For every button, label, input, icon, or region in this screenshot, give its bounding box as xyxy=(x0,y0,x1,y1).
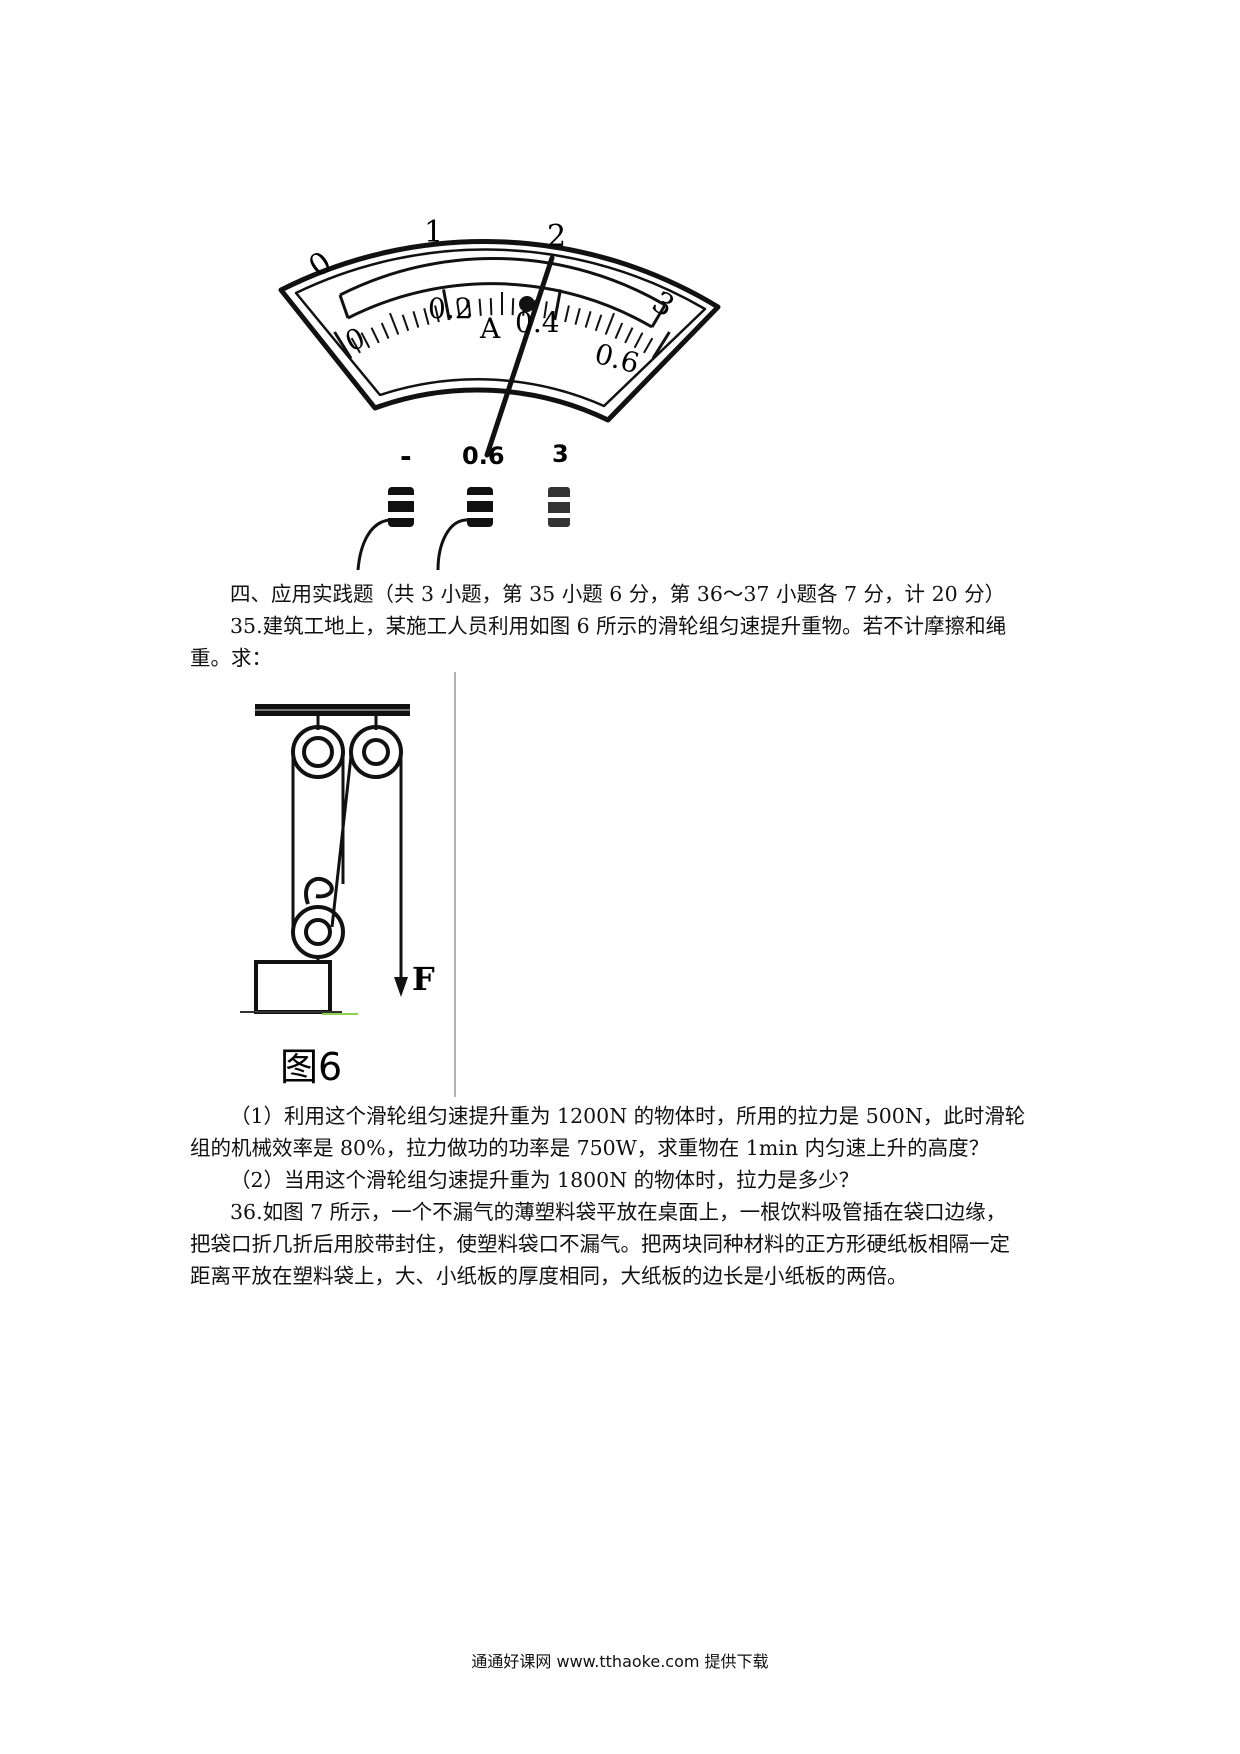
scale-tick xyxy=(489,298,493,316)
scale-tick xyxy=(401,314,410,332)
ammeter-case-outer xyxy=(278,239,721,423)
terminal-label-negative: - xyxy=(400,440,412,473)
q35-line-1: 35.建筑工地上，某施工人员利用如图 6 所示的滑轮组匀速提升重物。若不计摩擦和… xyxy=(230,614,1007,638)
scale-tick xyxy=(594,314,603,332)
scale-band-outer xyxy=(339,256,666,307)
upper-scale-label-3: 3 xyxy=(646,285,680,325)
ammeter-unit-label: A xyxy=(479,312,501,345)
scale-tick xyxy=(604,312,615,335)
scale-tick xyxy=(442,289,451,321)
scale-tick xyxy=(564,305,570,323)
ammeter-case-inner xyxy=(294,248,707,408)
scale-tick xyxy=(553,289,562,321)
scale-tick xyxy=(574,307,581,325)
lower-scale-label-3: 0.6 xyxy=(591,337,643,380)
q36-line-1: 36.如图 7 所示，一个不漏气的薄塑料袋平放在桌面上，一根饮料吸管插在袋口边缘… xyxy=(230,1200,1007,1224)
q36-line-2: 把袋口折几折后用胶带封住，使塑料袋口不漏气。把两块同种材料的正方形硬纸板相隔一定 xyxy=(190,1232,1010,1256)
fixed-pulley-left xyxy=(291,725,345,779)
terminal-label-0.6: 0.6 xyxy=(462,442,505,470)
upper-scale-label-1: 1 xyxy=(424,215,443,250)
ammeter-needle xyxy=(484,255,555,458)
terminal-negative xyxy=(384,487,418,527)
figure-6-caption: 图6 xyxy=(280,1045,342,1089)
fixed-pulley-right xyxy=(349,725,403,779)
terminal-0.6 xyxy=(463,487,497,527)
scale-tick xyxy=(350,337,361,354)
ammeter-figure: 0 1 2 3 0 0.2 A 0.4 0.6 - 0.6 3 xyxy=(278,215,721,570)
lower-scale-label-2: 0.4 xyxy=(515,306,560,339)
wire-0.6 xyxy=(436,518,471,570)
scale-tick xyxy=(389,312,400,335)
scale-tick xyxy=(511,298,515,316)
terminal-3 xyxy=(546,487,572,527)
scale-tick xyxy=(467,299,472,317)
section-heading: 四、应用实践题（共 3 小题，第 35 小题 6 分，第 36～37 小题各 7… xyxy=(230,582,1006,606)
lower-scale-label-1: 0.2 xyxy=(428,292,473,325)
scale-tick xyxy=(360,332,371,349)
q35-part1-line-1: （1）利用这个滑轮组匀速提升重为 1200N 的物体时，所用的拉力是 500N，… xyxy=(230,1104,1026,1128)
scale-tick xyxy=(333,331,353,360)
terminal-label-3: 3 xyxy=(552,440,569,468)
scale-tick xyxy=(412,311,420,328)
wire-negative xyxy=(356,518,393,570)
scale-tick xyxy=(643,337,654,354)
scale-tick xyxy=(423,307,430,325)
scale-tick xyxy=(456,301,461,319)
q35-part2: （2）当用这个滑轮组匀速提升重为 1800N 的物体时，拉力是多少？ xyxy=(230,1168,860,1192)
q36-line-3: 距离平放在塑料袋上，大、小纸板的厚度相同，大纸板的边长是小纸板的两倍。 xyxy=(190,1264,908,1288)
scale-tick xyxy=(380,322,390,339)
scale-tick xyxy=(614,322,624,339)
scale-tick xyxy=(478,298,482,316)
scale-tick xyxy=(584,311,592,328)
scale-band-inner xyxy=(347,282,653,329)
scale-tick xyxy=(434,305,440,323)
force-arrow xyxy=(394,977,408,997)
load-block xyxy=(254,960,332,1014)
q35-line-2: 重。求： xyxy=(190,646,272,670)
q35-part1-line-2: 组的机械效率是 80%，拉力做功的功率是 750W，求重物在 1min 内匀速上… xyxy=(190,1136,990,1160)
pulley-figure: F 图6 xyxy=(240,672,456,1097)
scale-tick xyxy=(543,301,548,319)
upper-scale-label-2: 2 xyxy=(547,219,566,254)
scale-tick xyxy=(370,327,380,344)
force-label: F xyxy=(412,960,435,998)
scale-tick xyxy=(651,331,671,360)
scale-tick xyxy=(633,332,644,349)
scale-tick xyxy=(624,327,634,344)
needle-pivot xyxy=(519,296,535,312)
page-footer: 通通好课网 www.tthaoke.com 提供下载 xyxy=(471,1652,769,1671)
movable-pulley xyxy=(291,905,345,959)
